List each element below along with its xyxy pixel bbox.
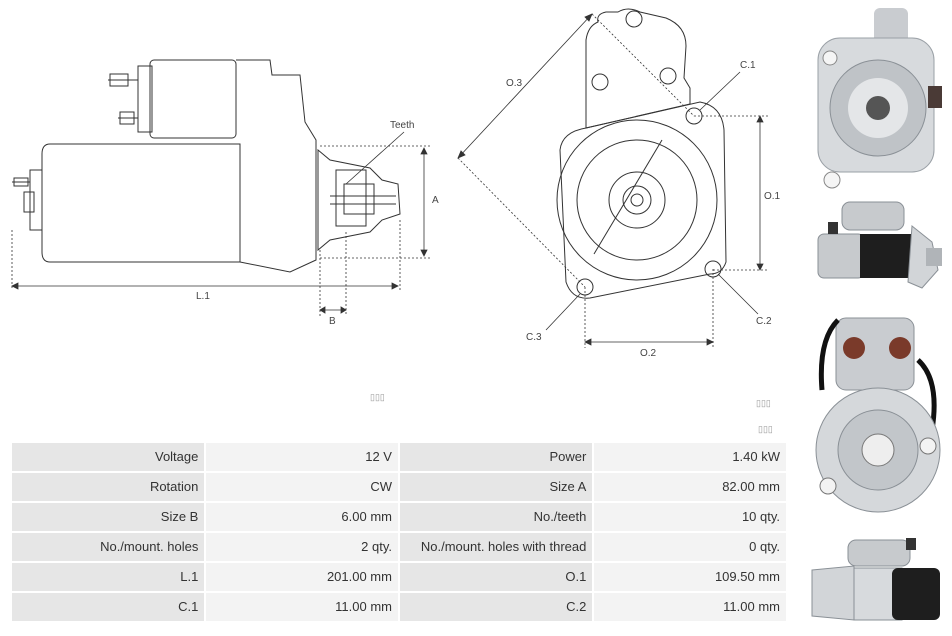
table-row: Rotation CW Size A 82.00 mm (12, 473, 786, 501)
faint-stamp-right-top: ▯▯▯ (756, 398, 771, 408)
spec-value: 2 qty. (206, 533, 398, 561)
spec-key: No./mount. holes (12, 533, 205, 561)
dimension-c1-label: C.1 (740, 60, 756, 71)
table-row: C.1 11.00 mm C.2 11.00 mm (12, 593, 786, 621)
starter-front-view-photo-icon (817, 8, 942, 189)
spec-value: 11.00 mm (594, 593, 786, 621)
dimension-a-label: A (432, 195, 439, 206)
table-row: No./mount. holes 2 qty. No./mount. holes… (12, 533, 786, 561)
table-row: Voltage 12 V Power 1.40 kW (12, 443, 786, 471)
spec-key: Size B (12, 503, 205, 531)
solenoid-cap (137, 65, 153, 133)
dimension-c3-label: C.3 (526, 332, 542, 343)
dimension-l1-label: L.1 (196, 291, 210, 302)
spec-key: C.2 (399, 593, 593, 621)
starter-rear-terminal-photo-icon (815, 317, 941, 513)
faint-stamp-left: ▯▯▯ (370, 392, 385, 402)
spec-key: No./mount. holes with thread (399, 533, 593, 561)
spec-key: Size A (399, 473, 593, 501)
spec-value: 0 qty. (594, 533, 786, 561)
technical-drawing: Teeth A L.1 B (11, 8, 781, 359)
spec-key: Voltage (12, 443, 205, 471)
starter-front-view (556, 8, 727, 299)
spec-value: 82.00 mm (594, 473, 786, 501)
spec-value: 201.00 mm (206, 563, 398, 591)
spec-key: Rotation (12, 473, 205, 501)
dimension-o1-label: O.1 (764, 191, 781, 202)
table-row: L.1 201.00 mm O.1 109.50 mm (12, 563, 786, 591)
solenoid-outline (149, 59, 237, 139)
pinion-housing (317, 148, 401, 252)
starter-side-view (12, 59, 401, 273)
spec-key: C.1 (12, 593, 205, 621)
dimension-b-label: B (329, 316, 336, 327)
spec-table: Voltage 12 V Power 1.40 kW Rotation CW S… (10, 441, 788, 623)
flange-top-ear (585, 8, 691, 129)
dimension-c2-label: C.2 (756, 316, 772, 327)
motor-body (41, 143, 241, 263)
spec-key: No./teeth (399, 503, 593, 531)
spec-value: 11.00 mm (206, 593, 398, 621)
dimension-o2-label: O.2 (640, 348, 657, 359)
spec-key: O.1 (399, 563, 593, 591)
front-view-dimensions (457, 13, 768, 348)
starter-angled-view-photo-icon (811, 538, 940, 621)
dimension-o3-label: O.3 (506, 78, 523, 89)
flange-plate (559, 101, 727, 299)
teeth-label: Teeth (390, 120, 414, 131)
spec-value: 6.00 mm (206, 503, 398, 531)
spec-key: L.1 (12, 563, 205, 591)
spec-value: 1.40 kW (594, 443, 786, 471)
spec-value: 12 V (206, 443, 398, 471)
faint-stamp-right-bottom: ▯▯▯ (758, 424, 773, 434)
side-view-dimensions (11, 131, 430, 316)
spec-value: 109.50 mm (594, 563, 786, 591)
spec-value: 10 qty. (594, 503, 786, 531)
starter-side-view-photo-icon (817, 201, 942, 289)
spec-value: CW (206, 473, 398, 501)
spec-key: Power (399, 443, 593, 471)
table-row: Size B 6.00 mm No./teeth 10 qty. (12, 503, 786, 531)
